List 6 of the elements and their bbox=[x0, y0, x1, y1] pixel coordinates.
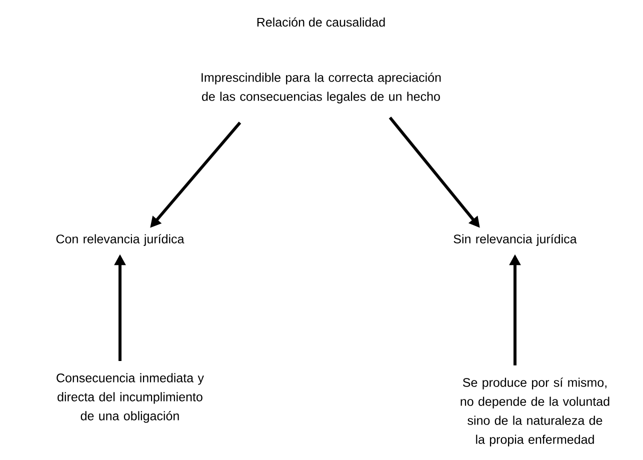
node-text: Con relevancia jurídica bbox=[56, 234, 184, 246]
node-text: Sin relevancia jurídica bbox=[454, 234, 577, 246]
node-text: Imprescindible para la correcta apreciación de las consecuencias legales de un hecho bbox=[202, 72, 441, 104]
title: Relación de causalidad bbox=[257, 17, 385, 27]
node-text: Consecuencia inmediata y directa del incumplimiento de una obligación bbox=[56, 373, 204, 423]
node-text: Se produce por sí mismo, no depende de la voluntad sino de la naturaleza de la propia enfermedad bbox=[460, 378, 610, 446]
